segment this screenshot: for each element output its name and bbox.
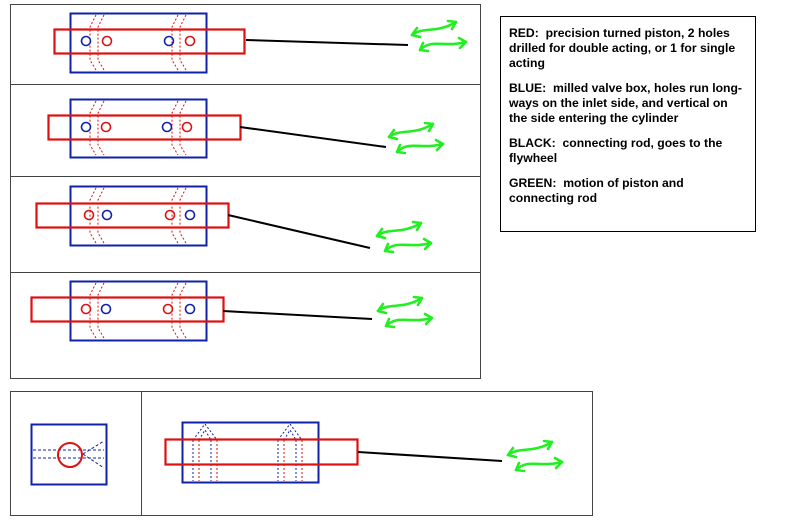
dotted-passage — [89, 187, 105, 244]
port-circle-icon — [163, 35, 175, 47]
panel-frame — [10, 176, 481, 273]
motion-arrows-icon — [375, 220, 433, 254]
stage-1 — [53, 12, 468, 74]
legend-black: BLACK: connecting rod, goes to the flywh… — [509, 136, 748, 166]
panel-frame — [10, 272, 481, 379]
connecting-rod — [245, 39, 409, 46]
motion-arrows-icon — [387, 121, 445, 155]
end-view-piston — [57, 442, 83, 468]
connecting-rod — [239, 126, 387, 148]
legend-red-text: precision turned piston, 2 holes drilled… — [509, 26, 736, 70]
port-circle-icon — [80, 121, 92, 133]
legend-blue-text: milled valve box, holes run long-ways on… — [509, 81, 742, 125]
dotted-passage — [171, 187, 187, 244]
legend-blue: BLUE: milled valve box, holes run long-w… — [509, 81, 748, 126]
port-circle-icon — [101, 35, 113, 47]
stage-2 — [47, 98, 445, 159]
side-view — [164, 421, 564, 484]
connecting-rod — [222, 310, 373, 320]
valve-box — [69, 185, 208, 247]
port-circle-icon — [161, 121, 173, 133]
legend-red-label: RED: — [509, 26, 539, 40]
port-circle-icon — [164, 209, 176, 221]
motion-arrows-icon — [506, 439, 564, 473]
connecting-rod — [227, 214, 371, 249]
dotted-passage — [89, 14, 105, 71]
valve-box — [69, 98, 208, 159]
legend-red: RED: precision turned piston, 2 holes dr… — [509, 26, 748, 71]
legend-green: GREEN: motion of piston and connecting r… — [509, 176, 748, 206]
side-view-rod — [357, 451, 503, 462]
end-view-box — [30, 423, 108, 486]
side-view-box — [181, 421, 320, 484]
port-circle-icon — [80, 35, 92, 47]
motion-arrows-icon — [376, 295, 434, 329]
panel-frames — [10, 4, 593, 516]
side-view-inlet — [277, 423, 303, 441]
side-view-piston — [164, 438, 359, 466]
piston-stages — [30, 12, 468, 342]
piston — [30, 296, 225, 323]
stage-3 — [35, 185, 433, 254]
side-view-inlet — [192, 423, 218, 441]
port-circle-icon — [184, 303, 196, 315]
legend-blue-label: BLUE: — [509, 81, 547, 95]
port-circle-icon — [100, 121, 112, 133]
port-circle-icon — [184, 35, 196, 47]
dotted-passage — [171, 282, 187, 339]
cross-section-views — [30, 421, 564, 486]
stage-4 — [30, 280, 434, 342]
end-view-taper — [82, 440, 105, 469]
port-circle-icon — [80, 303, 92, 315]
port-circle-icon — [101, 209, 113, 221]
dotted-passage — [171, 100, 187, 156]
piston — [53, 28, 246, 55]
legend-box: RED: precision turned piston, 2 holes dr… — [500, 16, 756, 232]
port-circle-icon — [83, 209, 95, 221]
port-circle-icon — [162, 303, 174, 315]
legend-black-text: connecting rod, goes to the flywheel — [509, 136, 723, 165]
port-circle-icon — [184, 209, 196, 221]
port-circle-icon — [100, 303, 112, 315]
piston — [47, 114, 242, 141]
legend-green-label: GREEN: — [509, 176, 557, 190]
motion-arrows-icon — [410, 19, 468, 53]
piston — [35, 202, 230, 229]
dotted-passage — [171, 14, 187, 71]
cross-section-frame — [10, 391, 593, 516]
valve-box — [69, 12, 208, 74]
legend-green-text: motion of piston and connecting rod — [509, 176, 684, 205]
valve-box — [69, 280, 208, 342]
port-circle-icon — [181, 121, 193, 133]
legend-black-label: BLACK: — [509, 136, 556, 150]
end-view — [30, 423, 108, 486]
